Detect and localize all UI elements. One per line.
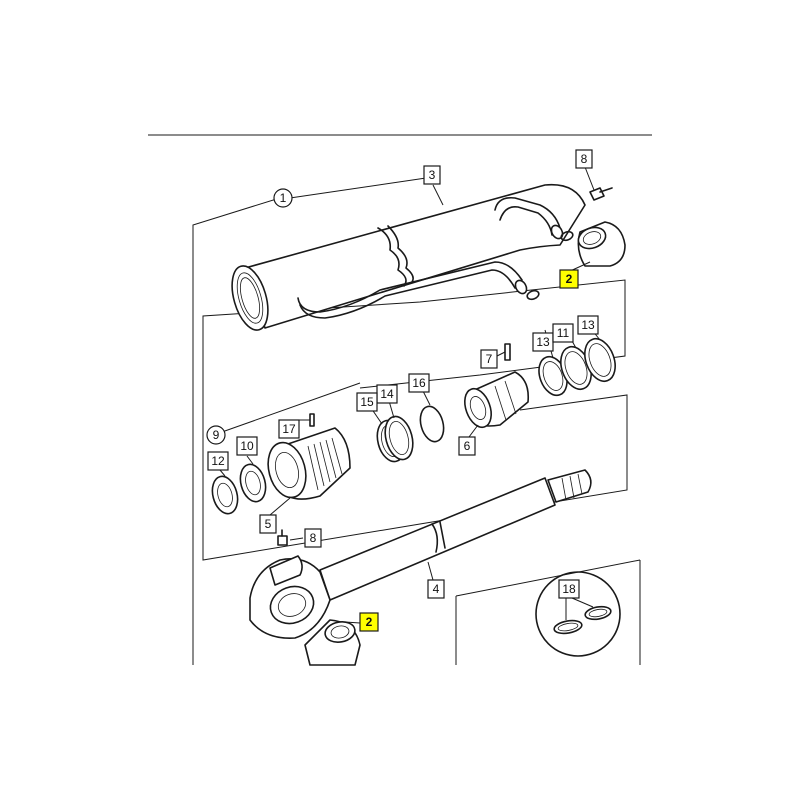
svg-text:18: 18 (562, 582, 576, 596)
callout-14: 14 (376, 384, 398, 404)
piston-rings (538, 337, 616, 397)
svg-text:17: 17 (282, 422, 296, 436)
grease-nipple-upper (589, 187, 613, 201)
callout-8-lower: 8 (304, 528, 322, 548)
svg-text:1: 1 (280, 191, 287, 205)
svg-text:8: 8 (581, 152, 588, 166)
callout-2-lower: 2 (359, 612, 379, 632)
svg-text:9: 9 (213, 428, 220, 442)
seals-10-12 (211, 463, 267, 515)
svg-text:11: 11 (557, 326, 570, 340)
svg-text:4: 4 (433, 582, 440, 596)
svg-text:8: 8 (310, 531, 317, 545)
svg-text:10: 10 (240, 439, 254, 453)
svg-text:13: 13 (581, 318, 595, 332)
callout-6: 6 (458, 436, 476, 456)
callout-3: 3 (423, 165, 441, 185)
callout-9: 9 (206, 425, 226, 445)
svg-text:14: 14 (380, 387, 394, 401)
piston (464, 371, 530, 429)
callout-4: 4 (427, 579, 445, 599)
bushing-upper (577, 221, 626, 267)
svg-text:12: 12 (211, 454, 225, 468)
piston-rod (249, 469, 592, 639)
bushing-lower (304, 619, 361, 666)
callout-16: 16 (408, 373, 430, 393)
svg-text:16: 16 (412, 376, 426, 390)
callout-7: 7 (480, 349, 498, 369)
callout-11: 11 (552, 323, 574, 343)
svg-text:15: 15 (360, 395, 374, 409)
callout-10: 10 (236, 436, 258, 456)
callout-12: 12 (207, 451, 229, 471)
svg-text:7: 7 (486, 352, 493, 366)
svg-text:2: 2 (566, 272, 573, 286)
svg-text:13: 13 (536, 335, 550, 349)
pin (504, 343, 511, 361)
pin-17 (309, 413, 315, 427)
svg-text:5: 5 (265, 517, 272, 531)
callout-13-left: 13 (532, 332, 554, 352)
callout-8-upper: 8 (575, 149, 593, 169)
grease-nipple-lower (277, 529, 288, 546)
cylinder-barrel (231, 183, 586, 331)
svg-text:6: 6 (464, 439, 471, 453)
callout-5: 5 (259, 514, 277, 534)
callout-2-upper: 2 (559, 269, 579, 289)
inset-circle-18 (535, 571, 621, 657)
assembly-frame (192, 177, 641, 665)
callout-1: 1 (273, 188, 293, 208)
callout-18: 18 (558, 579, 580, 599)
callout-17: 17 (278, 419, 300, 439)
seals-14-15 (376, 415, 414, 463)
callout-15: 15 (356, 392, 378, 412)
svg-text:3: 3 (429, 168, 436, 182)
svg-text:2: 2 (366, 615, 373, 629)
gland-head (267, 427, 351, 500)
callout-13-right: 13 (577, 315, 599, 335)
o-ring-16 (419, 405, 445, 443)
